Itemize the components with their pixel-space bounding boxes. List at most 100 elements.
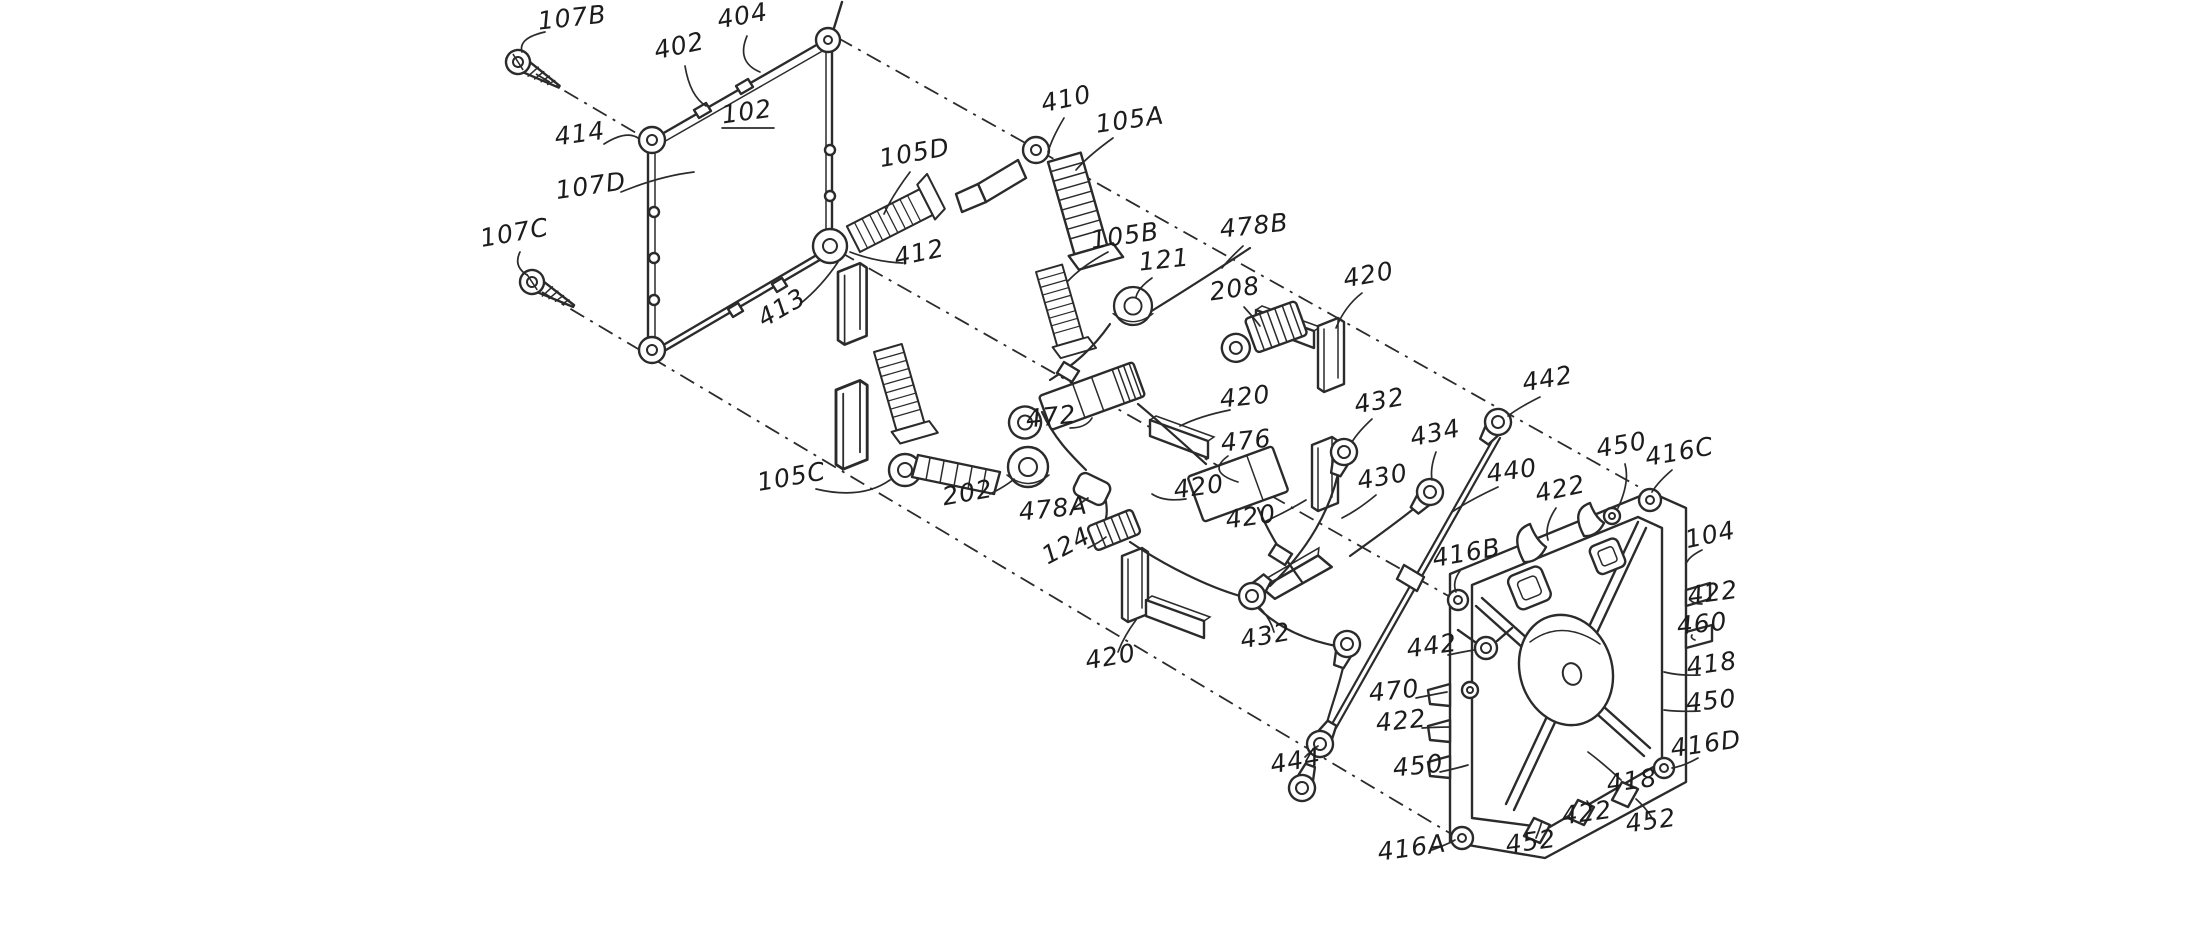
ref-label-420e: 420 — [1083, 638, 1138, 675]
leader-line-476 — [1218, 455, 1239, 483]
ref-label-107B: 107B — [536, 0, 608, 36]
leader-line-422c — [1421, 726, 1451, 729]
ref-label-470: 470 — [1367, 673, 1420, 707]
ref-label-476: 476 — [1219, 423, 1272, 457]
assembly-axis-lines — [535, 37, 1649, 839]
leader-line-107C — [516, 251, 528, 276]
ref-label-105D: 105D — [877, 132, 952, 173]
ref-label-434: 434 — [1407, 413, 1463, 452]
ref-label-430: 430 — [1355, 458, 1410, 495]
leader-line-442a — [1507, 396, 1541, 417]
leader-line-416A — [1431, 839, 1456, 851]
leader-line-442b — [1447, 649, 1475, 656]
ref-label-452b: 452 — [1624, 803, 1678, 839]
leader-line-107B — [520, 31, 546, 53]
connector-472 — [1007, 361, 1146, 440]
right-tab-460 — [1684, 623, 1714, 650]
wire-434 — [1348, 500, 1424, 558]
ref-label-102: 102 — [720, 94, 774, 130]
ref-label-442a: 442 — [1520, 360, 1575, 397]
ref-label-472: 472 — [1024, 399, 1077, 433]
wing-tab-1 — [1516, 522, 1548, 564]
leader-line-422a — [1546, 507, 1557, 541]
heatsink-105b — [1030, 260, 1098, 361]
leader-lines-layer — [516, 31, 1703, 851]
leader-line-420d — [1263, 499, 1307, 523]
ref-label-452a: 452 — [1504, 824, 1558, 860]
left-tab-422 — [1426, 718, 1452, 744]
ref-label-418b: 418 — [1605, 763, 1659, 799]
ref-label-414: 414 — [553, 116, 607, 152]
leader-line-124 — [1087, 536, 1107, 549]
leader-line-460 — [1690, 634, 1696, 641]
ref-label-432b: 432 — [1238, 617, 1293, 654]
ring-terminal-442a — [1472, 402, 1518, 451]
wire-430 — [1268, 462, 1342, 588]
leader-line-432a — [1351, 418, 1373, 443]
wing-tab-2 — [1577, 501, 1606, 538]
screw-107b — [500, 44, 567, 99]
ref-label-422d: 422 — [1560, 795, 1614, 831]
axis-line-4 — [651, 357, 1459, 839]
grommet-121 — [1111, 285, 1155, 327]
leader-line-107D — [620, 171, 695, 193]
bottom-tab-452a — [1522, 816, 1552, 845]
ref-label-440: 440 — [1485, 453, 1539, 489]
leader-line-404 — [742, 35, 761, 73]
leader-line-414 — [603, 134, 639, 145]
bracket-420-3 — [1120, 546, 1212, 640]
leader-line-416C — [1651, 469, 1673, 493]
leader-line-434 — [1430, 451, 1437, 481]
ring-terminal-cluster — [1325, 626, 1365, 673]
ref-label-416A: 416A — [1376, 828, 1448, 866]
heatsink-105c — [868, 340, 1002, 496]
ref-label-422c: 422 — [1374, 703, 1427, 737]
ref-label-422a: 422 — [1532, 469, 1588, 508]
leader-line-478A — [1071, 497, 1089, 511]
leader-line-105D — [883, 171, 911, 215]
leader-line-450a — [1617, 463, 1628, 509]
ref-label-420c: 420 — [1172, 469, 1226, 505]
plate-102 — [637, 26, 849, 365]
leader-line-208 — [1243, 306, 1261, 327]
ref-label-104: 104 — [1682, 515, 1738, 554]
ref-label-416C: 416C — [1643, 431, 1716, 472]
leader-line-440 — [1451, 486, 1499, 513]
ref-label-402: 402 — [651, 26, 707, 65]
ref-label-420d: 420 — [1224, 499, 1278, 535]
ref-label-404: 404 — [715, 0, 770, 34]
winged-terminal-442b — [1456, 626, 1514, 700]
leader-line-416D — [1671, 757, 1699, 769]
leader-line-420e — [1117, 619, 1137, 653]
bottom-tab-452b — [1610, 780, 1640, 809]
leader-line-418b — [1587, 751, 1622, 781]
ref-label-420b: 420 — [1218, 379, 1271, 413]
leader-line-121 — [1135, 277, 1153, 298]
leader-line-452b — [1635, 798, 1653, 819]
leader-line-420a — [1335, 292, 1363, 329]
bracket-plate-1 — [836, 261, 868, 346]
leader-line-422b — [1689, 599, 1703, 605]
leader-line-422d — [1586, 800, 1591, 811]
ref-label-460: 460 — [1675, 606, 1728, 640]
left-tab-450 — [1426, 754, 1452, 780]
axis-line-5 — [839, 251, 1453, 599]
leader-line-472 — [1069, 417, 1093, 429]
leader-line-105B — [1067, 251, 1109, 282]
frame-104 — [1426, 487, 1714, 860]
leader-line-470 — [1415, 691, 1448, 699]
leader-line-450c — [1439, 764, 1469, 773]
leader-line-432b — [1259, 607, 1275, 633]
ref-label-107C: 107C — [478, 212, 551, 253]
ref-label-450a: 450 — [1594, 426, 1649, 463]
ref-label-418a: 418 — [1685, 646, 1739, 682]
leader-line-202 — [989, 478, 1015, 495]
ref-label-478A: 478A — [1017, 491, 1088, 527]
ref-label-450c: 450 — [1391, 748, 1444, 782]
leader-line-478B — [1221, 245, 1244, 269]
ref-label-413: 413 — [753, 282, 811, 332]
wire-harness — [1005, 246, 1518, 806]
ref-label-124: 124 — [1037, 521, 1095, 570]
right-tab-422 — [1684, 581, 1712, 608]
